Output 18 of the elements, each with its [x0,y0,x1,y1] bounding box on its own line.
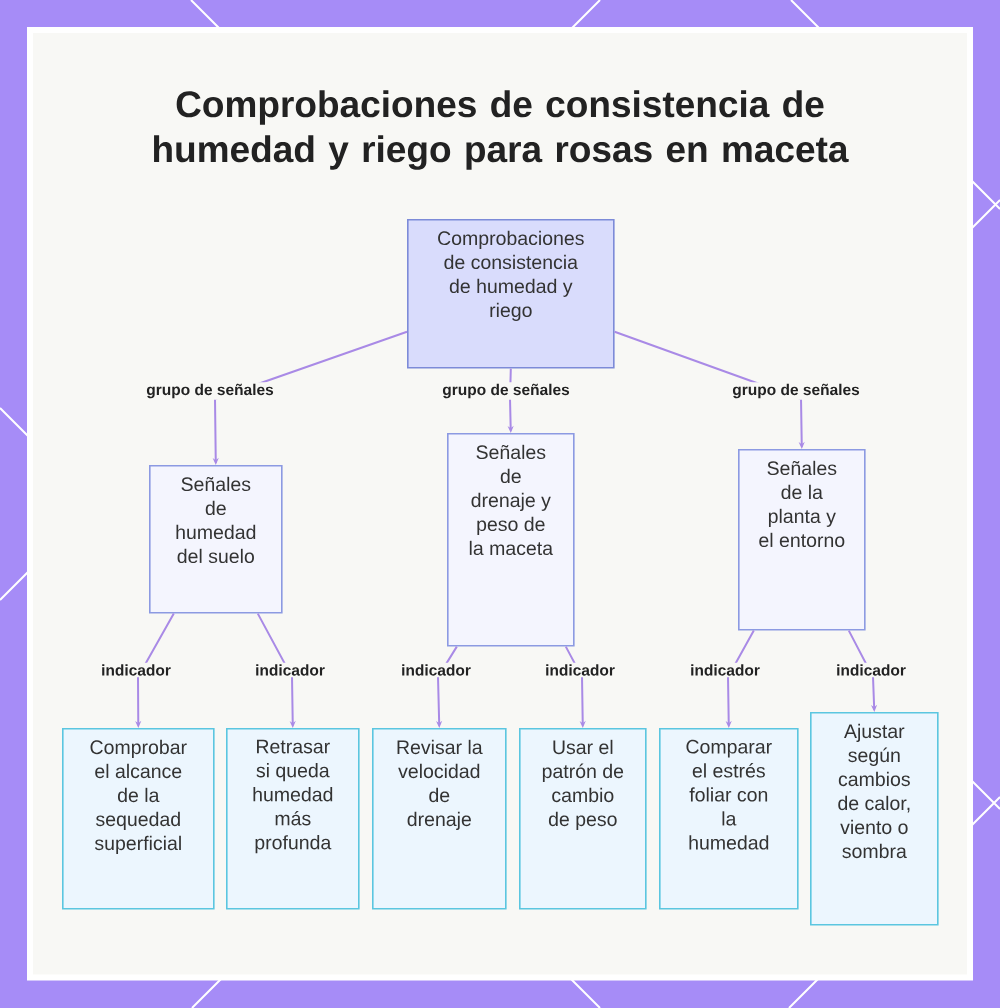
edge-label: grupo de señales [440,382,572,400]
connector-arrow [256,612,296,728]
leaf-box: Revisar la velocidad de drenaje [372,728,507,910]
leaf-box: Ajustar según cambios de calor, viento o sombra [810,712,939,926]
leaf-box: Retrasar si queda humedad más profunda [226,728,360,910]
category-box: Señales de drenaje y peso de la maceta [447,433,575,647]
category-box: Señales de la planta y el entorno [738,449,866,631]
root-box: Comprobaciones de consistencia de humedad y riego [407,219,615,369]
category-box: Señales de humedad del suelo [149,465,283,614]
edge-label: grupo de señales [144,382,276,400]
connector-arrow [436,645,458,728]
leaf-box: Comprobar el alcance de la sequedad superficial [62,728,215,910]
leaf-box: Usar el patrón de cambio de peso [519,728,647,910]
edge-label: grupo de señales [730,382,862,400]
leaf-box: Comparar el estrés foliar con la humedad [659,728,799,910]
title: Comprobaciones de consistencia de humedad y riego para rosas en maceta [154,90,849,170]
connector-arrow [847,629,878,712]
connector-arrow [564,645,586,728]
